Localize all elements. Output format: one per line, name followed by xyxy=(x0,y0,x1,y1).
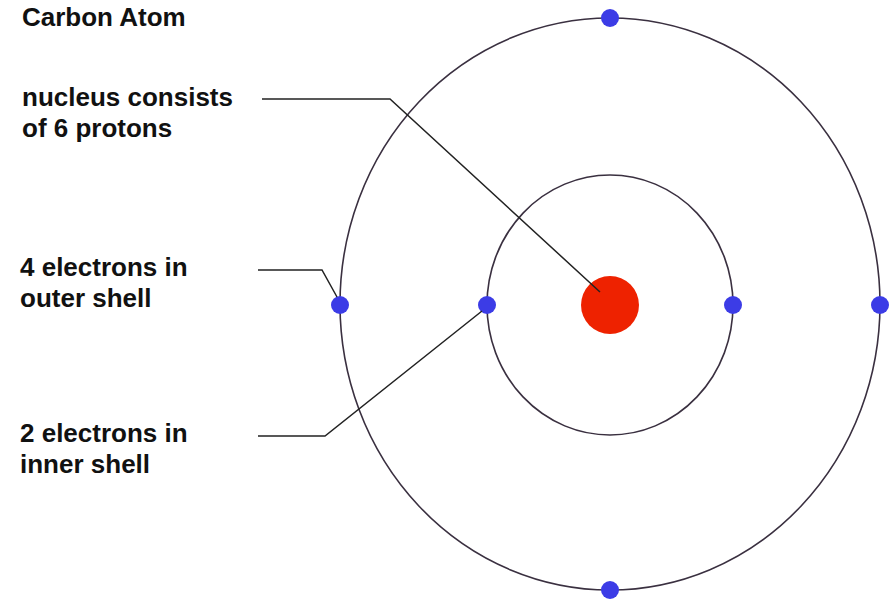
label-slot: 2 electrons in inner shell xyxy=(20,418,252,480)
callout-label: 2 electrons in inner shell xyxy=(20,418,252,480)
title-slot: Carbon Atom xyxy=(22,2,342,33)
label-slot: nucleus consists of 6 protons xyxy=(22,82,254,144)
electron xyxy=(871,296,889,314)
label-slot: 4 electrons in outer shell xyxy=(20,252,252,314)
nucleus xyxy=(581,276,639,334)
inner-shell xyxy=(487,175,733,435)
diagram-title: Carbon Atom xyxy=(22,2,342,33)
callout-label: 4 electrons in outer shell xyxy=(20,252,252,314)
leader-line xyxy=(258,270,337,297)
leader-lines xyxy=(258,99,600,436)
leader-line xyxy=(262,99,600,292)
electron xyxy=(331,296,349,314)
callout-label: nucleus consists of 6 protons xyxy=(22,82,254,144)
electron xyxy=(601,9,619,27)
electrons xyxy=(331,9,889,599)
electron xyxy=(724,296,742,314)
outer-shell xyxy=(340,18,880,590)
electron xyxy=(601,581,619,599)
leader-line xyxy=(258,311,482,436)
